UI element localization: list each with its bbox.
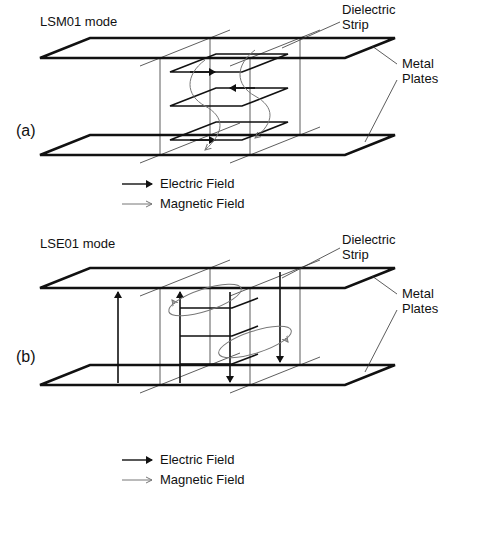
part-label: Dielectric Strip: [342, 232, 422, 262]
legend-text: Electric Field: [160, 176, 320, 191]
panel-label: (a): [16, 122, 56, 140]
mode-title: LSE01 mode: [40, 236, 180, 251]
part-label: Dielectric Strip: [342, 2, 422, 32]
mode-title: LSM01 mode: [40, 14, 180, 29]
legend-text: Electric Field: [160, 452, 320, 467]
part-label: Metal Plates: [402, 286, 472, 316]
panel-label: (b): [16, 348, 56, 366]
legend-text: Magnetic Field: [160, 472, 320, 487]
panel-b: [40, 248, 397, 480]
panel-a: [40, 22, 397, 204]
part-label: Metal Plates: [402, 56, 472, 86]
legend-text: Magnetic Field: [160, 196, 320, 211]
